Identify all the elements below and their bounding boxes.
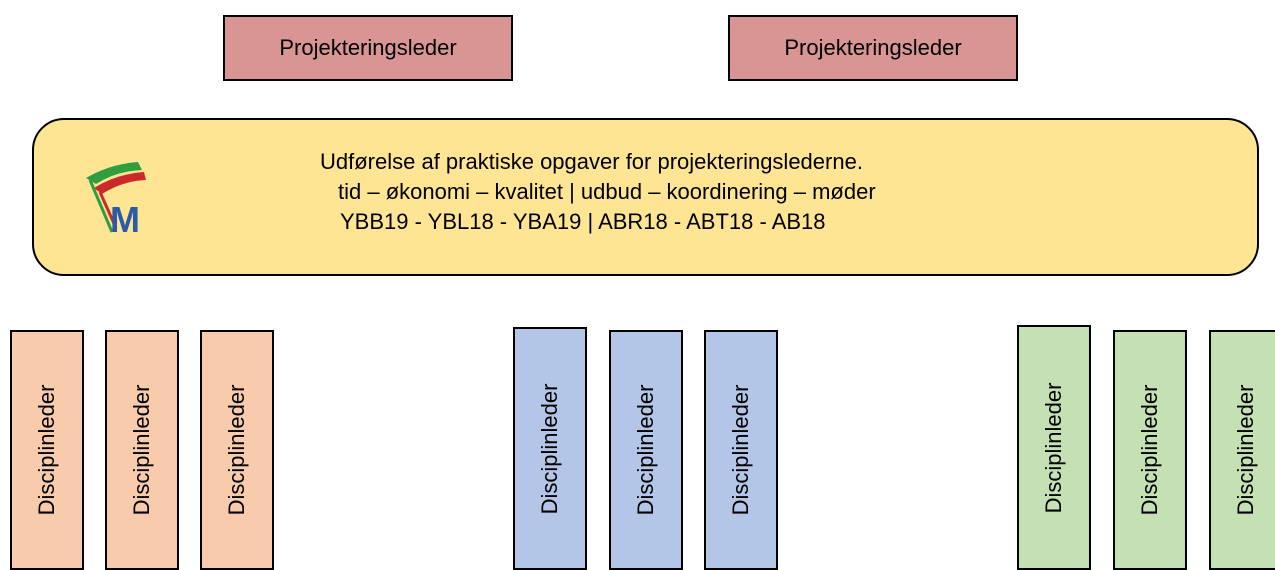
discipline-leader-column: Disciplinleder bbox=[1017, 325, 1091, 570]
m-logo-icon: M bbox=[86, 162, 146, 236]
project-leader-box: Projekteringsleder bbox=[223, 15, 513, 81]
banner-line-1: Udførelse af praktiske opgaver for proje… bbox=[320, 149, 863, 174]
discipline-leader-column: Disciplinleder bbox=[704, 330, 778, 570]
banner-line-2: tid – økonomi – kvalitet | udbud – koord… bbox=[338, 179, 876, 204]
discipline-leader-label: Disciplinleder bbox=[34, 384, 59, 516]
project-leader-label: Projekteringsleder bbox=[784, 35, 962, 60]
discipline-leader-column: Disciplinleder bbox=[10, 330, 84, 570]
discipline-leader-column: Disciplinleder bbox=[1209, 330, 1275, 570]
discipline-leader-label: Disciplinleder bbox=[537, 383, 562, 514]
discipline-leader-column: Disciplinleder bbox=[609, 330, 683, 570]
discipline-leader-label: Disciplinleder bbox=[1041, 382, 1066, 513]
coordination-banner: M Udførelse af praktiske opgaver for pro… bbox=[32, 118, 1259, 276]
discipline-leader-label: Disciplinleder bbox=[129, 384, 154, 516]
project-leader-box: Projekteringsleder bbox=[728, 15, 1018, 81]
banner-line-3: YBB19 - YBL18 - YBA19 | ABR18 - ABT18 - … bbox=[340, 209, 826, 234]
discipline-leader-column: Disciplinleder bbox=[200, 330, 274, 570]
discipline-leader-column: Disciplinleder bbox=[105, 330, 179, 570]
project-leader-label: Projekteringsleder bbox=[279, 35, 457, 60]
svg-text:M: M bbox=[110, 199, 140, 236]
discipline-leader-label: Disciplinleder bbox=[633, 384, 658, 516]
discipline-leader-column: Disciplinleder bbox=[513, 327, 587, 570]
discipline-leader-column: Disciplinleder bbox=[1113, 330, 1187, 570]
discipline-leader-label: Disciplinleder bbox=[224, 384, 249, 516]
discipline-leader-label: Disciplinleder bbox=[728, 384, 753, 516]
discipline-leader-label: Disciplinleder bbox=[1137, 384, 1162, 516]
discipline-leader-label: Disciplinleder bbox=[1233, 384, 1258, 516]
